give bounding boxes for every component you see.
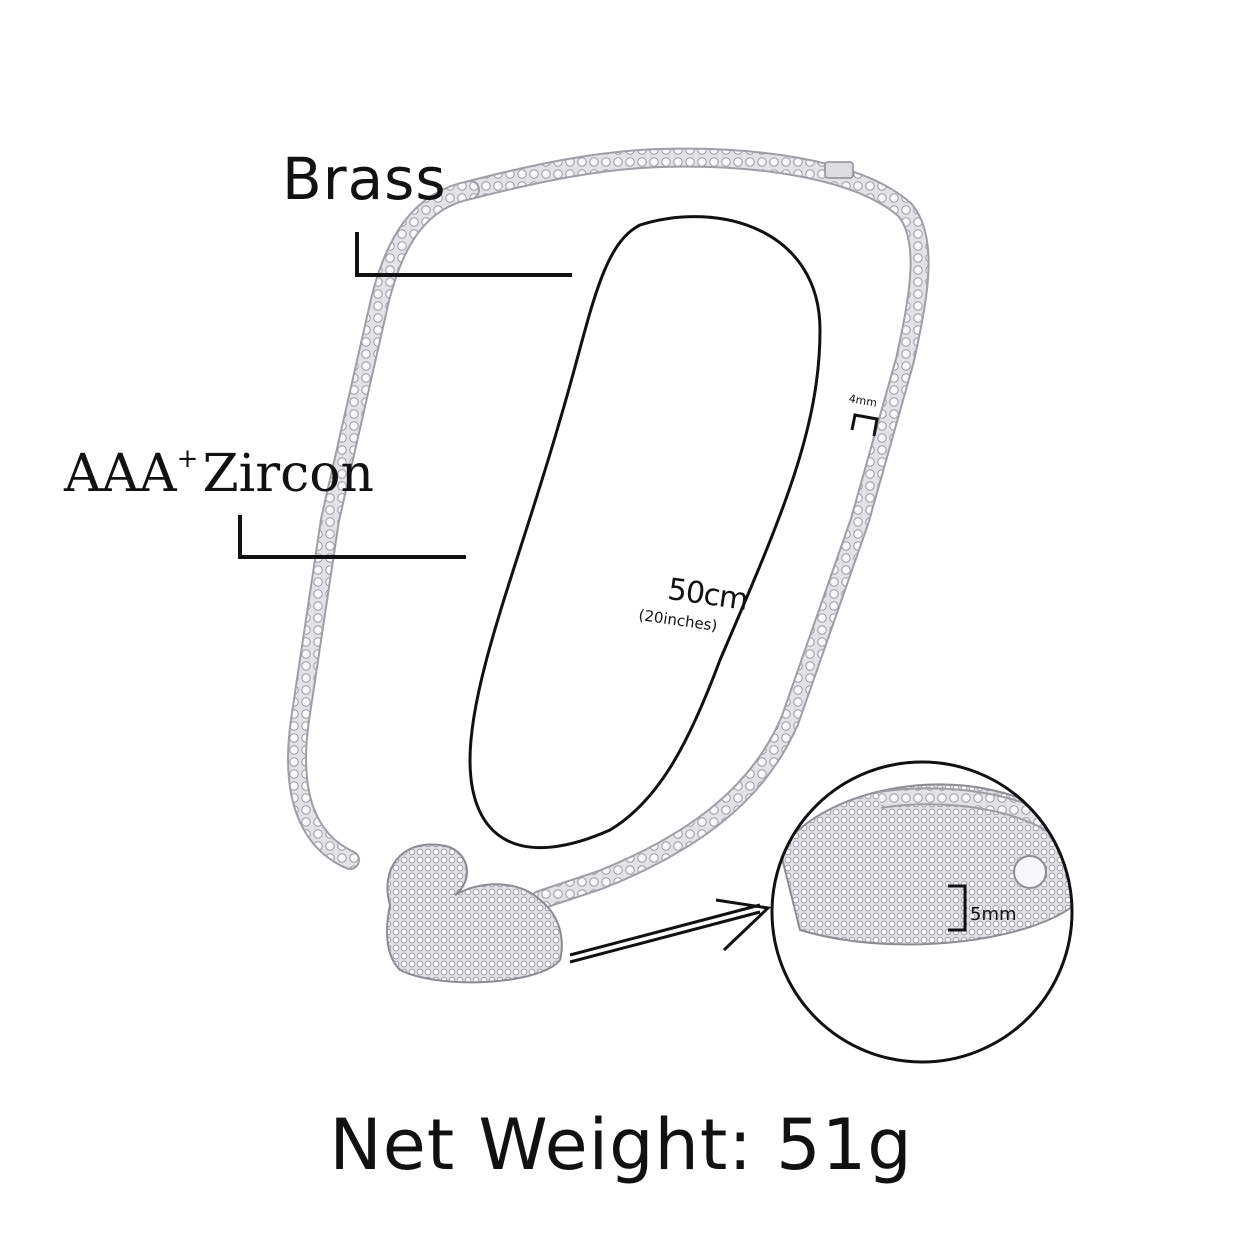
length-loop-line xyxy=(468,215,822,850)
material-label: Brass xyxy=(282,145,447,213)
leader-zircon xyxy=(238,515,466,559)
stone-grade-plus: + xyxy=(176,443,199,474)
width-bracket xyxy=(850,413,879,437)
stone-label: AAA+Zircon xyxy=(64,446,374,500)
clasp xyxy=(824,161,854,179)
leader-brass xyxy=(355,232,572,277)
stone-grade: AAA xyxy=(64,444,177,504)
pendant-thickness-label: 5mm xyxy=(970,904,1017,925)
zoom-detail-circle xyxy=(770,760,1074,1064)
tennis-chain xyxy=(287,147,930,910)
thickness-bracket xyxy=(948,884,967,932)
name-pendant xyxy=(386,843,563,984)
stone-type: Zircon xyxy=(202,444,375,504)
net-weight-label: Net Weight: 51g xyxy=(329,1104,913,1186)
pointer-arrow xyxy=(569,898,772,964)
